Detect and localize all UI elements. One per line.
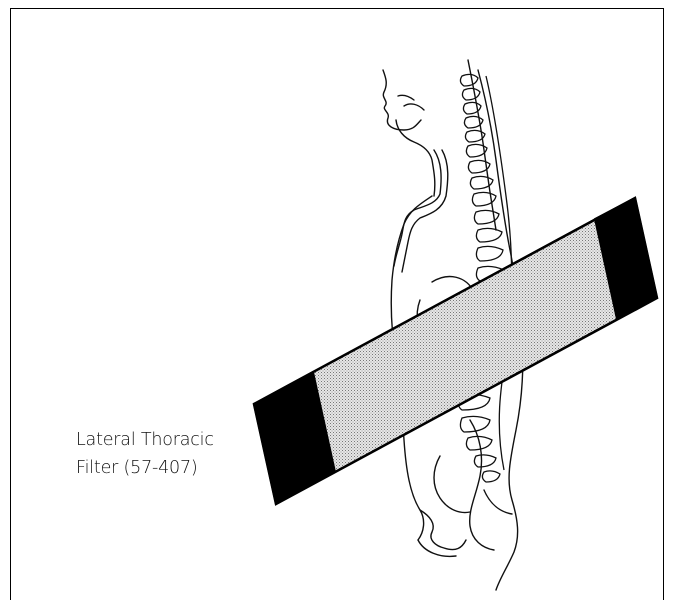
filter-caption: Lateral Thoracic Filter (57-407) <box>76 426 276 482</box>
caption-line-2: Filter (57-407) <box>76 454 276 482</box>
caption-line-1: Lateral Thoracic <box>76 426 276 454</box>
lateral-thoracic-filter <box>254 198 657 504</box>
